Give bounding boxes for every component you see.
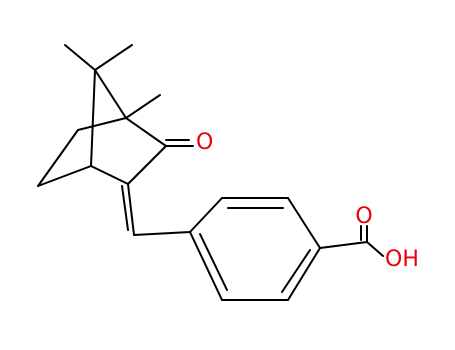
carboxylic-acid-group: O OH [319,204,419,272]
ring-bond-6 [189,231,223,301]
bond-ring-to-acid-carbon [319,241,368,249]
ring-bond-4 [287,247,321,301]
bond-quaternary-carbonyl [125,117,167,147]
bond-bridge-methyl-left [64,44,96,71]
bond-alkylidene-double-2 [121,185,129,231]
ketone-group: O [165,130,213,155]
ketone-oxygen-label: O [196,130,213,155]
benzylidene-double-bond [121,183,191,236]
bond-quaternary-methyl [125,94,161,119]
bond-acid-hydroxyl [366,241,384,257]
ring-bond-1 [189,197,223,233]
bond-bridge-to-bridgehead [90,69,96,167]
bond-alkylidene-double-1 [127,183,135,236]
bond-quaternary-back [77,117,127,131]
bicyclic-camphor-skeleton [37,44,167,187]
benzene-ring [189,197,321,301]
bond-carbonyl-alkylidene [127,145,167,185]
bond-back-to-bridgehead [37,165,92,187]
acid-hydroxyl-label: OH [385,247,419,272]
ring-inner-double-left [199,233,228,291]
bond-bridge-to-quaternary [94,69,127,119]
ring-bond-3 [287,197,321,249]
acid-carbonyl-oxygen-label: O [355,204,372,229]
ring-inner-double-right [281,249,311,293]
bond-vinyl-to-ring [133,231,191,236]
bond-bridgehead-alkylidene [90,165,129,185]
bond-bridge-methyl-right [94,44,133,71]
bond-back-ring [37,129,79,187]
